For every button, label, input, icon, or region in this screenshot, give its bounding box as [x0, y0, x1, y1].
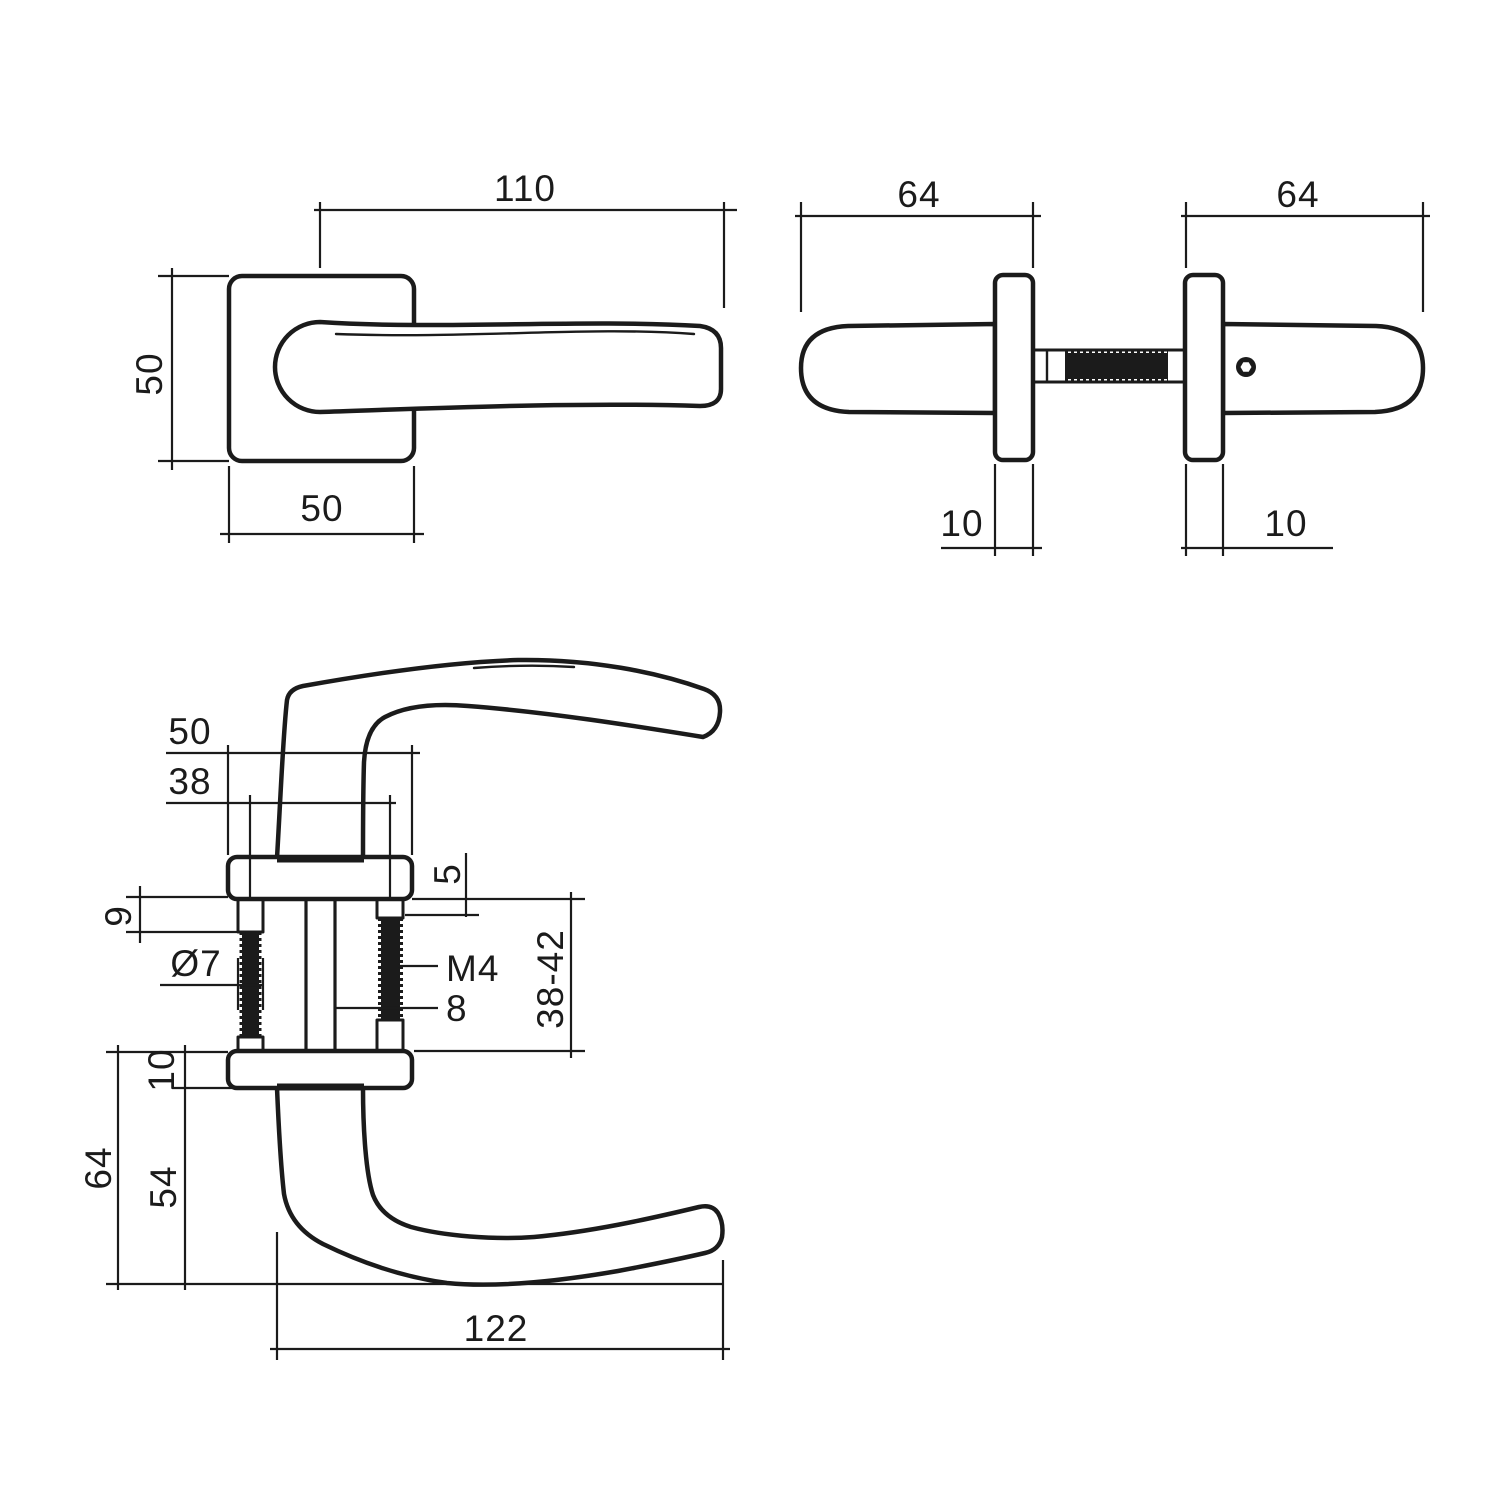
section-lower-rosette — [225, 1048, 415, 1091]
section-dim-8: 8 — [336, 988, 468, 1029]
side-right-handle — [1220, 321, 1426, 416]
front-dim-50-left-label: 50 — [129, 352, 170, 395]
section-dim-38-42-label: 38-42 — [530, 929, 571, 1029]
side-dim-64-left-label: 64 — [897, 174, 940, 215]
section-dim-9: 9 — [98, 886, 246, 943]
section-dim-dia7: Ø7 — [160, 943, 265, 1010]
section-dim-10-label: 10 — [141, 1048, 182, 1091]
side-spindle-thread-serration — [1065, 349, 1168, 383]
section-view: 50 38 9 Ø7 M4 8 5 — [78, 657, 730, 1360]
section-dim-8-label: 8 — [446, 988, 468, 1029]
side-dim-10-left: 10 — [940, 464, 1042, 556]
side-dim-64-left: 64 — [795, 174, 1041, 312]
side-dim-10-right-label: 10 — [1264, 503, 1307, 544]
front-dim-50-bottom-label: 50 — [300, 488, 343, 529]
side-left-rosette — [992, 272, 1036, 463]
section-dim-5-label: 5 — [427, 863, 468, 885]
section-dim-9-label: 9 — [98, 905, 139, 927]
front-lever-handle — [272, 319, 724, 415]
section-upper-handle — [274, 657, 723, 861]
left-screw-collar — [236, 897, 265, 934]
side-view: 64 64 10 10 — [795, 174, 1430, 556]
section-dim-m4-label: M4 — [446, 948, 499, 989]
section-dim-m4: M4 — [398, 948, 499, 989]
section-dim-122: 122 — [270, 1232, 730, 1360]
side-dim-10-left-label: 10 — [940, 503, 983, 544]
right-screw-head — [375, 897, 405, 920]
set-screw-hex-socket — [1240, 362, 1252, 372]
side-right-rosette — [1182, 272, 1226, 463]
front-lever-edge-highlight — [334, 330, 696, 337]
section-dim-50-label: 50 — [168, 711, 211, 752]
section-dim-64-label: 64 — [78, 1146, 119, 1189]
right-screw-serration — [378, 918, 403, 1020]
front-dim-110-label: 110 — [494, 168, 556, 209]
side-dim-64-right: 64 — [1181, 174, 1430, 312]
section-spindle-shaft — [304, 897, 337, 1053]
front-view: 110 50 50 — [129, 168, 737, 543]
section-dim-122-label: 122 — [464, 1308, 529, 1349]
front-dim-50-left: 50 — [129, 268, 229, 470]
right-screw-sleeve — [375, 1018, 405, 1053]
section-dim-38-42: 38-42 — [414, 892, 585, 1058]
section-dim-38: 38 — [166, 761, 396, 897]
section-lower-handle — [274, 1085, 725, 1287]
side-left-handle — [798, 321, 998, 416]
section-dim-dia7-label: Ø7 — [170, 943, 221, 984]
section-left-screw — [236, 897, 265, 1053]
front-dim-50-bottom: 50 — [220, 466, 424, 543]
front-dim-110: 110 — [314, 168, 737, 308]
section-right-screw — [375, 897, 405, 1053]
section-dim-38-label: 38 — [168, 761, 211, 802]
section-upper-rosette — [225, 854, 415, 902]
side-spindle-thread — [1065, 353, 1168, 379]
side-dim-10-right: 10 — [1181, 464, 1333, 556]
section-dim-5: 5 — [405, 853, 585, 917]
right-screw-thread — [381, 918, 400, 1020]
section-dim-50: 50 — [166, 711, 420, 855]
section-upper-handle-edge — [472, 664, 576, 670]
section-dim-54-label: 54 — [143, 1165, 184, 1208]
side-dim-64-right-label: 64 — [1276, 174, 1319, 215]
section-dim-left-stack: 10 64 54 — [78, 1045, 723, 1290]
